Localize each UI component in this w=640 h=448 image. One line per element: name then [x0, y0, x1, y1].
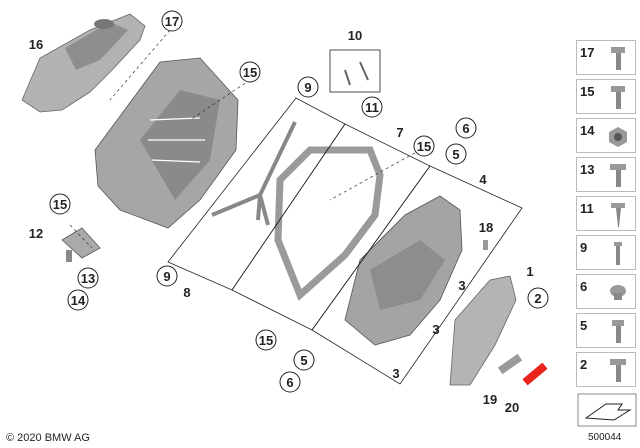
- callout-15d: 15: [259, 333, 273, 348]
- legend-item: 9: [576, 235, 636, 270]
- legend-number: 11: [580, 201, 594, 216]
- callout-16: 16: [29, 37, 43, 52]
- lid-part-4: [344, 195, 463, 346]
- legend-number: 5: [580, 318, 588, 333]
- tapping-screw-icon: [611, 203, 625, 227]
- callout-20: 20: [505, 400, 519, 415]
- callout-4: 4: [479, 172, 487, 187]
- callout-15a: 15: [243, 65, 257, 80]
- legend-number: 17: [580, 45, 595, 60]
- nut-icon: [609, 127, 627, 147]
- legend-number: 6: [580, 279, 588, 294]
- legend-number: 9: [580, 240, 588, 255]
- callout-10: 10: [348, 28, 362, 43]
- callout-17: 17: [165, 14, 179, 29]
- legend-item: 13: [576, 157, 636, 192]
- legend-number: 13: [580, 162, 595, 177]
- screw-icon: [612, 320, 624, 343]
- screw-icon: [611, 47, 625, 70]
- callout-2: 2: [534, 291, 541, 306]
- copyright-text: © 2020 BMW AG: [6, 432, 90, 444]
- gasket-part-7: [274, 146, 384, 301]
- strip-part-19: [497, 353, 523, 375]
- callout-18: 18: [479, 220, 493, 235]
- side-cover-part-1: [449, 275, 517, 386]
- fastener-legend-panel: 17 15 14 13 11 9 6 5 2: [576, 40, 636, 434]
- callout-5a: 5: [452, 147, 459, 162]
- legend-item: 6: [576, 274, 636, 309]
- callout-3a: 3: [458, 278, 465, 293]
- callout-3c: 3: [392, 366, 399, 381]
- bracket-part-12: [61, 227, 101, 262]
- callout-8: 8: [183, 285, 190, 300]
- screw-icon: [610, 359, 626, 382]
- detail-box-10: [329, 49, 381, 93]
- diagram-code: 500044: [588, 432, 622, 443]
- assembly-boxes: [167, 97, 523, 385]
- pin-part-18: [483, 240, 488, 250]
- grommet-icon: [610, 285, 626, 300]
- callout-5b: 5: [300, 353, 307, 368]
- callout-6b: 6: [286, 375, 293, 390]
- pin-icon: [614, 242, 622, 265]
- callout-12: 12: [29, 226, 43, 241]
- callout-6a: 6: [462, 121, 469, 136]
- callout-1: 1: [526, 264, 533, 279]
- leader-lines: [69, 29, 421, 249]
- callout-9b: 9: [163, 269, 170, 284]
- callout-15c: 15: [53, 197, 67, 212]
- legend-item: 2: [576, 352, 636, 387]
- screw-icon: [610, 164, 626, 187]
- legend-item: 11: [576, 196, 636, 231]
- callout-13: 13: [81, 271, 95, 286]
- legend-item: 17: [576, 40, 636, 75]
- callout-19: 19: [483, 392, 497, 407]
- case-housing: [94, 57, 239, 229]
- callout-15b: 15: [417, 139, 431, 154]
- callout-9a: 9: [304, 80, 311, 95]
- callout-11: 11: [365, 100, 379, 115]
- legend-number: 15: [580, 84, 595, 99]
- callout-3b: 3: [432, 322, 439, 337]
- cover-part-16: [21, 13, 146, 113]
- screw-icon: [611, 86, 625, 109]
- legend-item: 5: [576, 313, 636, 348]
- legend-number: 14: [580, 123, 595, 138]
- legend-number: 2: [580, 357, 588, 372]
- callout-14: 14: [71, 293, 86, 308]
- legend-item: 15: [576, 79, 636, 114]
- legend-item: 14: [576, 118, 636, 153]
- direction-arrow-icon: [577, 393, 637, 427]
- support-frame-9: [211, 121, 297, 226]
- callout-7: 7: [396, 125, 403, 140]
- strip-part-20: [522, 362, 548, 386]
